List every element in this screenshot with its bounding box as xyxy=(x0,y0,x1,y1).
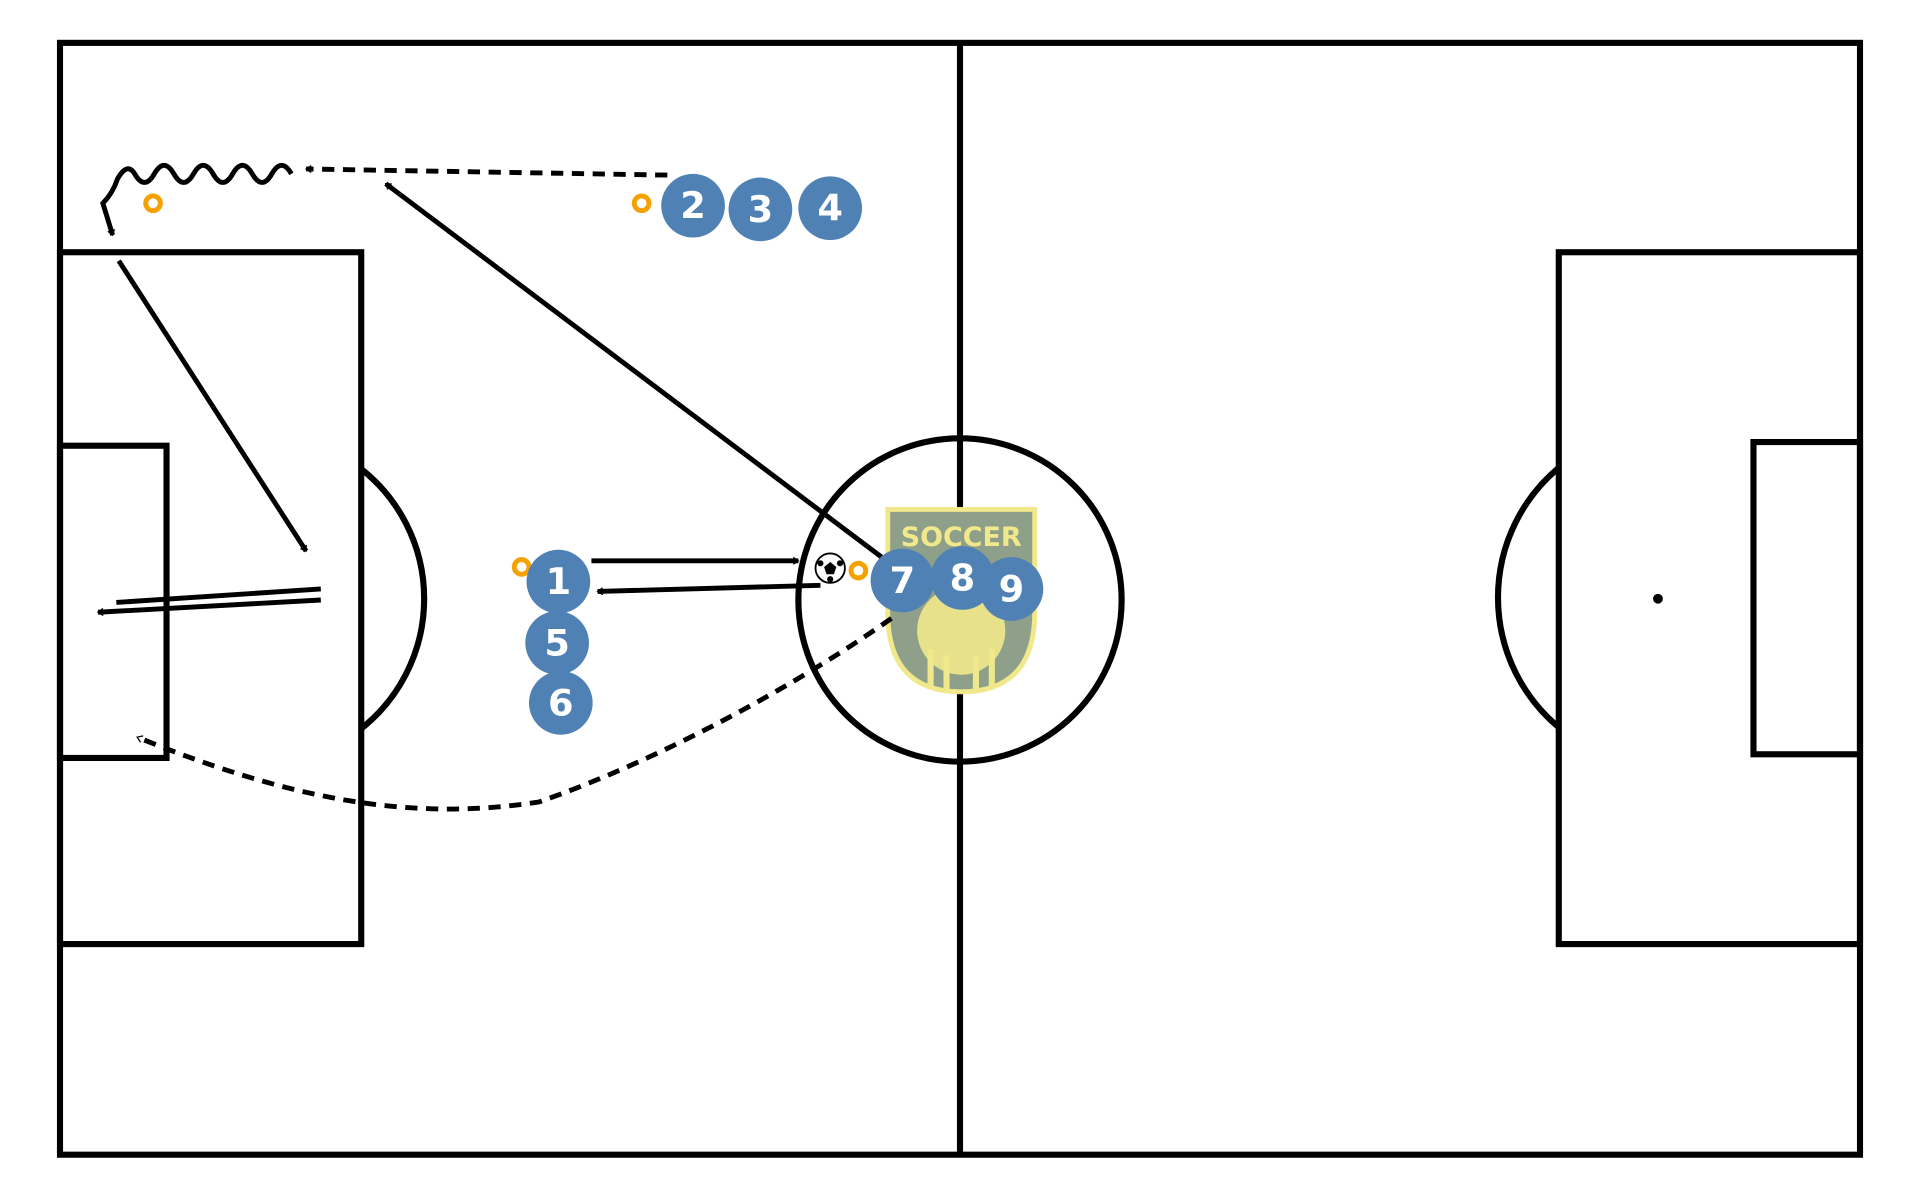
player-number: 1 xyxy=(546,560,572,603)
player-number: 9 xyxy=(999,567,1025,610)
pass-back xyxy=(596,582,821,596)
left-goal-area xyxy=(56,442,170,762)
player-number: 2 xyxy=(680,184,706,227)
cones xyxy=(143,193,869,581)
player-8[interactable]: 8 xyxy=(930,546,995,610)
player-number: 6 xyxy=(548,681,574,724)
player-number: 4 xyxy=(817,187,843,230)
cone-icon xyxy=(631,193,652,214)
players: 1 2 3 4 5 6 7 8 9 xyxy=(525,173,1044,735)
cone-icon xyxy=(143,193,163,214)
player-number: 8 xyxy=(950,556,976,599)
soccer-ball-icon xyxy=(814,552,846,584)
right-penalty-box xyxy=(1555,249,1864,948)
player-number: 3 xyxy=(748,188,774,231)
shot-line-a xyxy=(116,586,321,605)
player-9[interactable]: 9 xyxy=(979,557,1044,621)
right-penalty-arc xyxy=(1494,465,1561,730)
player-7[interactable]: 7 xyxy=(870,548,935,613)
left-penalty-arc xyxy=(359,466,428,731)
player-1[interactable]: 1 xyxy=(526,549,591,614)
player-4[interactable]: 4 xyxy=(798,176,863,240)
player-number: 5 xyxy=(544,621,570,664)
run-path-bottom xyxy=(136,616,893,812)
cone-icon xyxy=(848,560,869,581)
player-3[interactable]: 3 xyxy=(728,177,793,242)
long-pass-line xyxy=(384,181,884,560)
cross-pass-line xyxy=(116,259,309,553)
right-goal-area xyxy=(1750,438,1864,758)
player-number: 7 xyxy=(890,559,916,602)
player-5[interactable]: 5 xyxy=(525,611,589,675)
center-circle xyxy=(795,435,1125,765)
dribble-path xyxy=(100,162,294,237)
pitch xyxy=(56,39,1864,1158)
run-path-top xyxy=(304,165,668,178)
player-6[interactable]: 6 xyxy=(528,671,593,735)
player-2[interactable]: 2 xyxy=(661,173,725,238)
right-penalty-spot xyxy=(1653,593,1663,604)
cone-icon xyxy=(511,557,532,577)
shot-line-b xyxy=(96,597,321,616)
